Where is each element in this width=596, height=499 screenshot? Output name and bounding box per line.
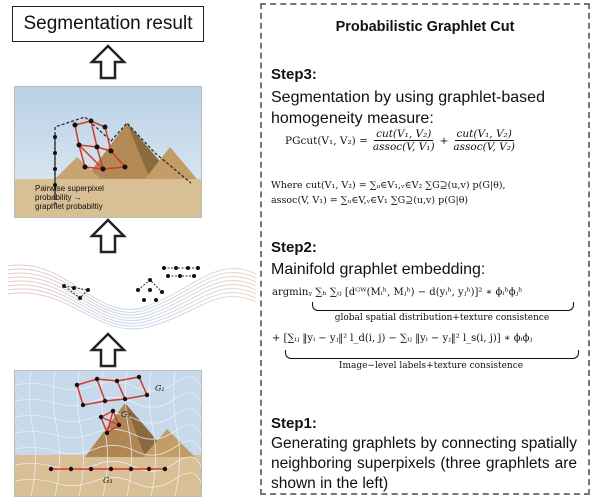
segmentation-result-label: Segmentation result	[23, 13, 193, 34]
pgcut-fraction-1: cut(V₁, V₂) assoc(V, V₁)	[371, 128, 437, 153]
underbrace-2	[285, 350, 579, 359]
g1-label: G₁	[155, 384, 165, 393]
segmentation-image-panel: Pairwise superpixel probability → graphl…	[14, 86, 202, 218]
probabilistic-graphlet-cut-panel	[260, 3, 590, 495]
embedding-equation-line1: argminᵧ ∑ₕ ∑ᵢⱼ [dᴳᵂ(Mᵢʰ, Mⱼʰ) − d(yᵢʰ, y…	[272, 287, 523, 298]
up-arrow-icon	[88, 44, 128, 80]
annotation-line3: graphlet probabiltiy	[35, 202, 103, 211]
step3-description: Segmentation by using graphlet-based hom…	[271, 89, 545, 127]
step1-description: Generating graphlets by connecting spati…	[271, 435, 577, 492]
annotation-line1: Pairwise superpixel	[35, 184, 104, 193]
pyramid-segmentation-image: Pairwise superpixel probability → graphl…	[15, 87, 201, 217]
step2-description: Mainifold graphlet embedding:	[271, 261, 486, 278]
plus-sign: +	[439, 134, 449, 147]
pyramid-superpixel-image: G₁ G₂ G₃	[15, 371, 201, 496]
superpixel-graphlet-panel: G₁ G₂ G₃	[14, 370, 202, 497]
underbrace-1-label: global spatial distribution+texture cons…	[334, 313, 550, 323]
step3-title: Step3:	[271, 66, 317, 83]
g2-label: G₂	[121, 410, 131, 419]
where-assoc-line: assoc(V, V₁) = ∑ᵤ∈V,ᵥ∈V₁ ∑G⊇(u,v) p(G|θ)	[271, 195, 469, 206]
fraction-2-numerator: cut(V₁, V₂)	[454, 128, 514, 141]
fraction-1-denominator: assoc(V, V₁)	[372, 141, 435, 153]
pgcut-lhs: PGcut(V₁, V₂) =	[285, 134, 368, 147]
fraction-2-denominator: assoc(V, V₂)	[453, 141, 516, 153]
step1-title: Step1:	[271, 415, 317, 432]
step2-title: Step2:	[271, 239, 317, 256]
fraction-1-numerator: cut(V₁, V₂)	[374, 128, 434, 141]
underbrace-1	[312, 302, 574, 311]
g3-label: G₃	[103, 476, 113, 485]
up-arrow-icon	[88, 218, 128, 254]
where-cut-line: Where cut(V₁, V₂) = ∑ᵤ∈V₁,ᵥ∈V₂ ∑G⊇(u,v) …	[271, 180, 506, 191]
manifold-embedding-diagram	[8, 264, 256, 330]
underbrace-2-label: Image−level labels+texture consistence	[338, 361, 524, 371]
panel-title: Probabilistic Graphlet Cut	[335, 19, 515, 35]
embedding-equation-line2: + [∑ᵢⱼ ‖yᵢ − yⱼ‖² l_d(i, j) − ∑ᵢⱼ ‖yᵢ − …	[272, 333, 533, 344]
segmentation-result-box: Segmentation result	[12, 6, 204, 42]
up-arrow-icon	[88, 332, 128, 368]
pgcut-equation: PGcut(V₁, V₂) = cut(V₁, V₂) assoc(V, V₁)…	[285, 128, 517, 153]
annotation-line2: probability →	[35, 193, 82, 202]
pgcut-fraction-2: cut(V₁, V₂) assoc(V, V₂)	[451, 128, 517, 153]
